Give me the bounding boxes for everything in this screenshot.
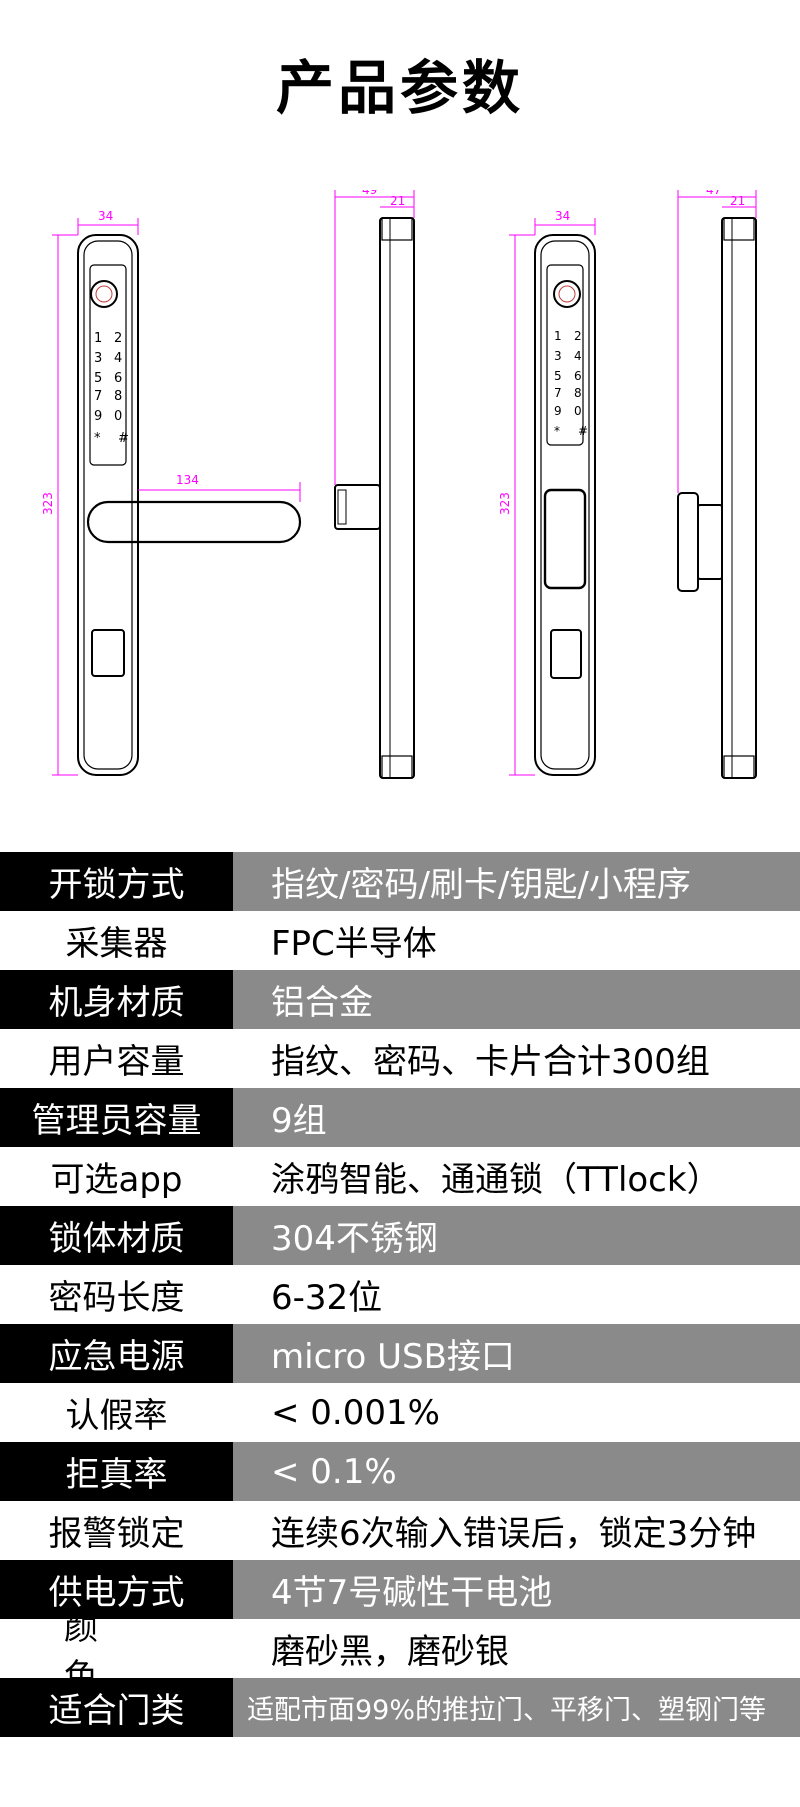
spec-label: 密码长度	[0, 1265, 233, 1324]
spec-value: FPC半导体	[233, 911, 800, 970]
spec-row: 报警锁定连续6次输入错误后，锁定3分钟	[0, 1501, 800, 1560]
spec-label: 采集器	[0, 911, 233, 970]
dimensions-b	[509, 218, 596, 776]
svg-text:5: 5	[94, 371, 102, 386]
svg-text:2: 2	[114, 331, 122, 346]
svg-text:3: 3	[554, 349, 562, 363]
svg-text:9: 9	[554, 404, 562, 418]
spec-value: 指纹、密码、卡片合计300组	[233, 1029, 800, 1088]
svg-text:4: 4	[114, 351, 122, 366]
spec-label: 颜色	[0, 1608, 233, 1697]
spec-label: 机身材质	[0, 970, 233, 1029]
spec-label: 开锁方式	[0, 852, 233, 911]
svg-text:1: 1	[94, 331, 102, 346]
svg-text:1: 1	[554, 329, 562, 343]
dimensions-side-b	[677, 190, 757, 493]
svg-text:6: 6	[114, 371, 122, 386]
spec-label: 管理员容量	[0, 1088, 233, 1147]
spec-label: 供电方式	[0, 1560, 233, 1619]
svg-text:2: 2	[574, 329, 582, 343]
spec-value: < 0.001%	[233, 1383, 800, 1442]
svg-text:7: 7	[94, 389, 102, 404]
spec-label: 认假率	[0, 1383, 233, 1442]
svg-text:4: 4	[574, 349, 582, 363]
spec-row: 用户容量指纹、密码、卡片合计300组	[0, 1029, 800, 1088]
svg-text:0: 0	[574, 404, 582, 418]
spec-row: 机身材质铝合金	[0, 970, 800, 1029]
spec-value: 指纹/密码/刷卡/钥匙/小程序	[233, 852, 800, 911]
dim-width-front-b: 34	[555, 209, 570, 223]
spec-row: 颜色磨砂黑，磨砂银	[0, 1608, 800, 1697]
svg-text:#: #	[118, 431, 129, 446]
dim-side-body-a: 21	[390, 194, 405, 208]
svg-text:8: 8	[574, 386, 582, 400]
spec-value: 6-32位	[233, 1265, 800, 1324]
front-view-b	[534, 234, 596, 776]
spec-label: 可选app	[0, 1147, 233, 1206]
dim-height-front-b: 323	[498, 492, 512, 515]
svg-text:*: *	[94, 431, 101, 446]
spec-value: 304不锈钢	[233, 1206, 800, 1265]
spec-value: 涂鸦智能、通通锁（TTlock）	[233, 1147, 800, 1206]
spec-value: 9组	[233, 1088, 800, 1147]
spec-row: 认假率< 0.001%	[0, 1383, 800, 1442]
svg-text:5: 5	[554, 369, 562, 383]
svg-text:7: 7	[554, 386, 562, 400]
dim-side-body-b: 21	[730, 194, 745, 208]
spec-label: 应急电源	[0, 1324, 233, 1383]
spec-label: 拒真率	[0, 1442, 233, 1501]
front-view-a	[77, 234, 302, 776]
dim-side-total-a: 49	[362, 190, 377, 197]
svg-text:6: 6	[574, 369, 582, 383]
svg-text:8: 8	[114, 389, 122, 404]
spec-label: 适合门类	[0, 1678, 233, 1737]
spec-value: < 0.1%	[233, 1442, 800, 1501]
page-title: 产品参数	[275, 54, 524, 122]
spec-row: 拒真率< 0.1%	[0, 1442, 800, 1501]
svg-text:3: 3	[94, 351, 102, 366]
spec-value: micro USB接口	[233, 1324, 800, 1383]
svg-text:9: 9	[94, 409, 102, 424]
spec-row: 适合门类适配市面99%的推拉门、平移门、塑钢门等	[0, 1678, 800, 1737]
spec-value: 4节7号碱性干电池	[233, 1560, 800, 1619]
svg-text:#: #	[578, 424, 588, 438]
dim-handle-length: 134	[176, 473, 199, 487]
side-view-a	[334, 217, 415, 779]
svg-text:0: 0	[114, 409, 122, 424]
spec-value: 适配市面99%的推拉门、平移门、塑钢门等	[233, 1678, 800, 1737]
spec-row: 开锁方式指纹/密码/刷卡/钥匙/小程序	[0, 852, 800, 911]
dimensions-side-a	[334, 190, 415, 485]
svg-text:*: *	[554, 424, 560, 438]
spec-label: 报警锁定	[0, 1501, 233, 1560]
dim-width-front-a: 34	[98, 209, 113, 223]
spec-label: 锁体材质	[0, 1206, 233, 1265]
dim-height-front-a: 323	[41, 492, 55, 515]
spec-value: 铝合金	[233, 970, 800, 1029]
side-view-b	[677, 217, 757, 779]
dimensions-a	[52, 218, 301, 776]
dim-side-total-b: 47	[706, 190, 721, 197]
spec-label: 用户容量	[0, 1029, 233, 1088]
spec-value: 磨砂黑，磨砂银	[233, 1619, 800, 1678]
spec-value: 连续6次输入错误后，锁定3分钟	[233, 1501, 800, 1560]
